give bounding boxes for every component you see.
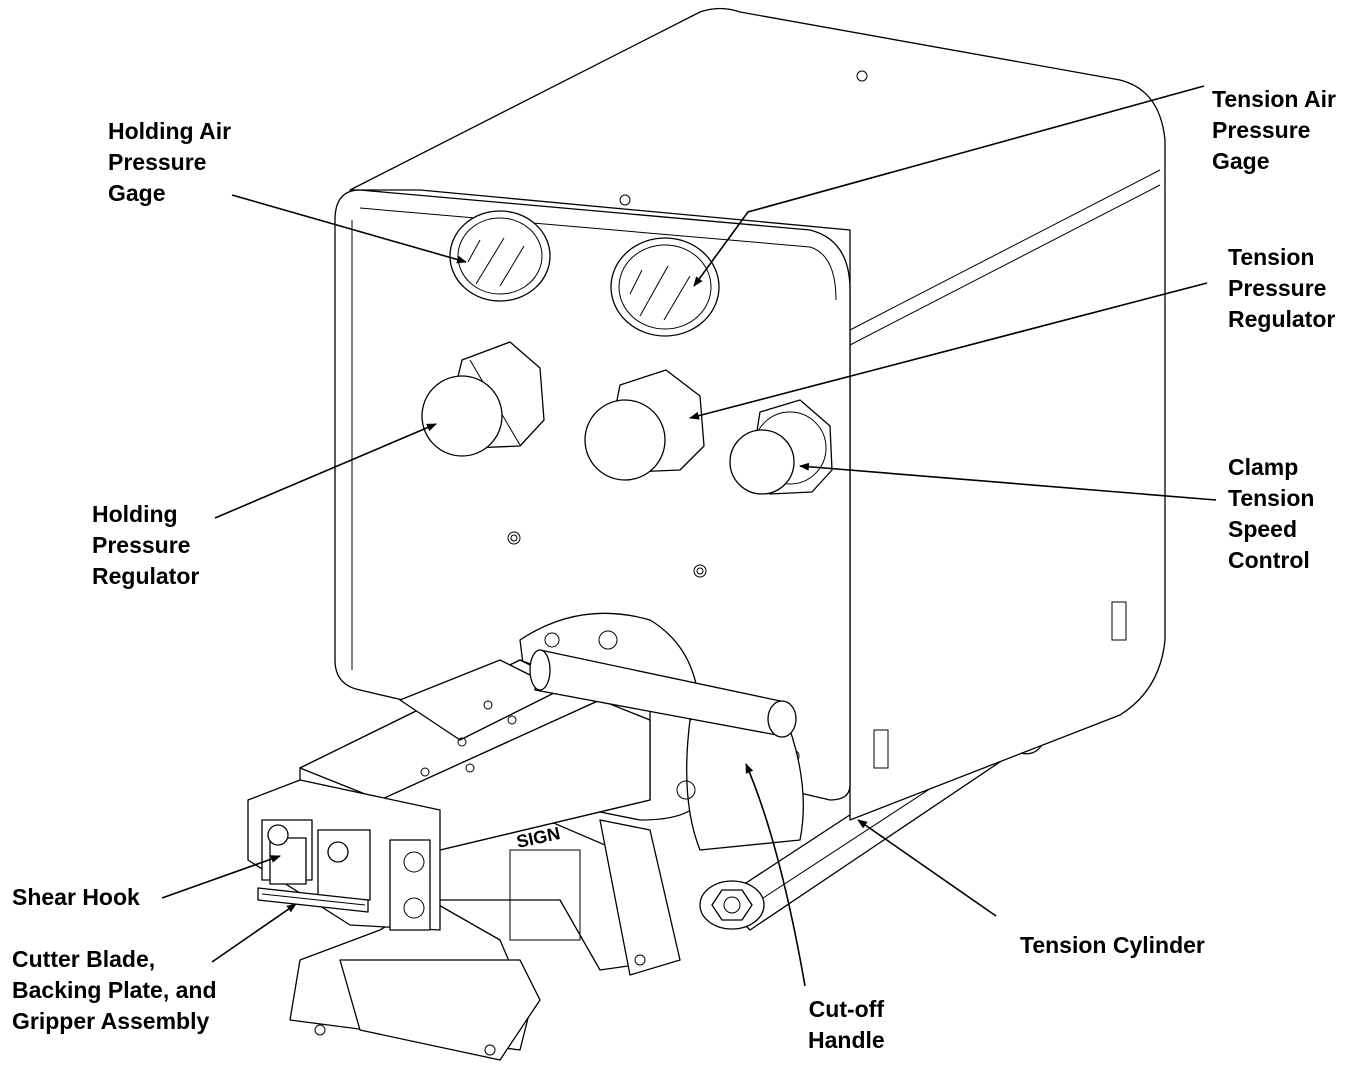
label-cutoff-handle: Cut-off Handle: [808, 996, 885, 1053]
leader-shear-hook: [161, 855, 281, 899]
leader-tension-gage: [693, 85, 1205, 287]
shear-head: [247, 779, 441, 931]
holding-air-pressure-gage: [449, 210, 551, 302]
leader-holding-regulator: [214, 423, 437, 519]
cutoff-handle-rod: [529, 649, 797, 738]
leader-cutoff-handle: [745, 763, 806, 987]
leader-holding-gage: [231, 194, 467, 264]
holding-pressure-regulator: [421, 341, 545, 457]
label-holding-pressure-regulator: Holding Pressure Regulator: [92, 501, 200, 589]
label-tension-air-pressure-gage: Tension Air Pressure Gage: [1212, 86, 1336, 174]
clamp-tension-speed-control: [729, 399, 833, 495]
tension-pressure-regulator: [584, 369, 705, 481]
label-cutter-blade-backing-plate-gripper: Cutter Blade, Backing Plate, and Gripper…: [12, 946, 217, 1034]
label-clamp-tension-speed-control: Clamp Tension Speed Control: [1228, 454, 1315, 573]
leader-cutter-assembly: [211, 903, 297, 963]
label-holding-air-pressure-gage: Holding Air Pressure Gage: [108, 118, 232, 206]
label-tension-pressure-regulator: Tension Pressure Regulator: [1228, 244, 1336, 332]
housing: [334, 7, 1166, 821]
leader-lines: [161, 85, 1217, 987]
base-stand: [289, 799, 681, 1061]
leader-clamp-speed: [799, 462, 1217, 501]
tension-air-pressure-gage: [610, 237, 720, 337]
leader-tension-cylinder: [857, 819, 997, 917]
label-shear-hook: Shear Hook: [12, 884, 140, 910]
label-tension-cylinder: Tension Cylinder: [1020, 932, 1205, 958]
leader-tension-regulator: [689, 282, 1208, 420]
